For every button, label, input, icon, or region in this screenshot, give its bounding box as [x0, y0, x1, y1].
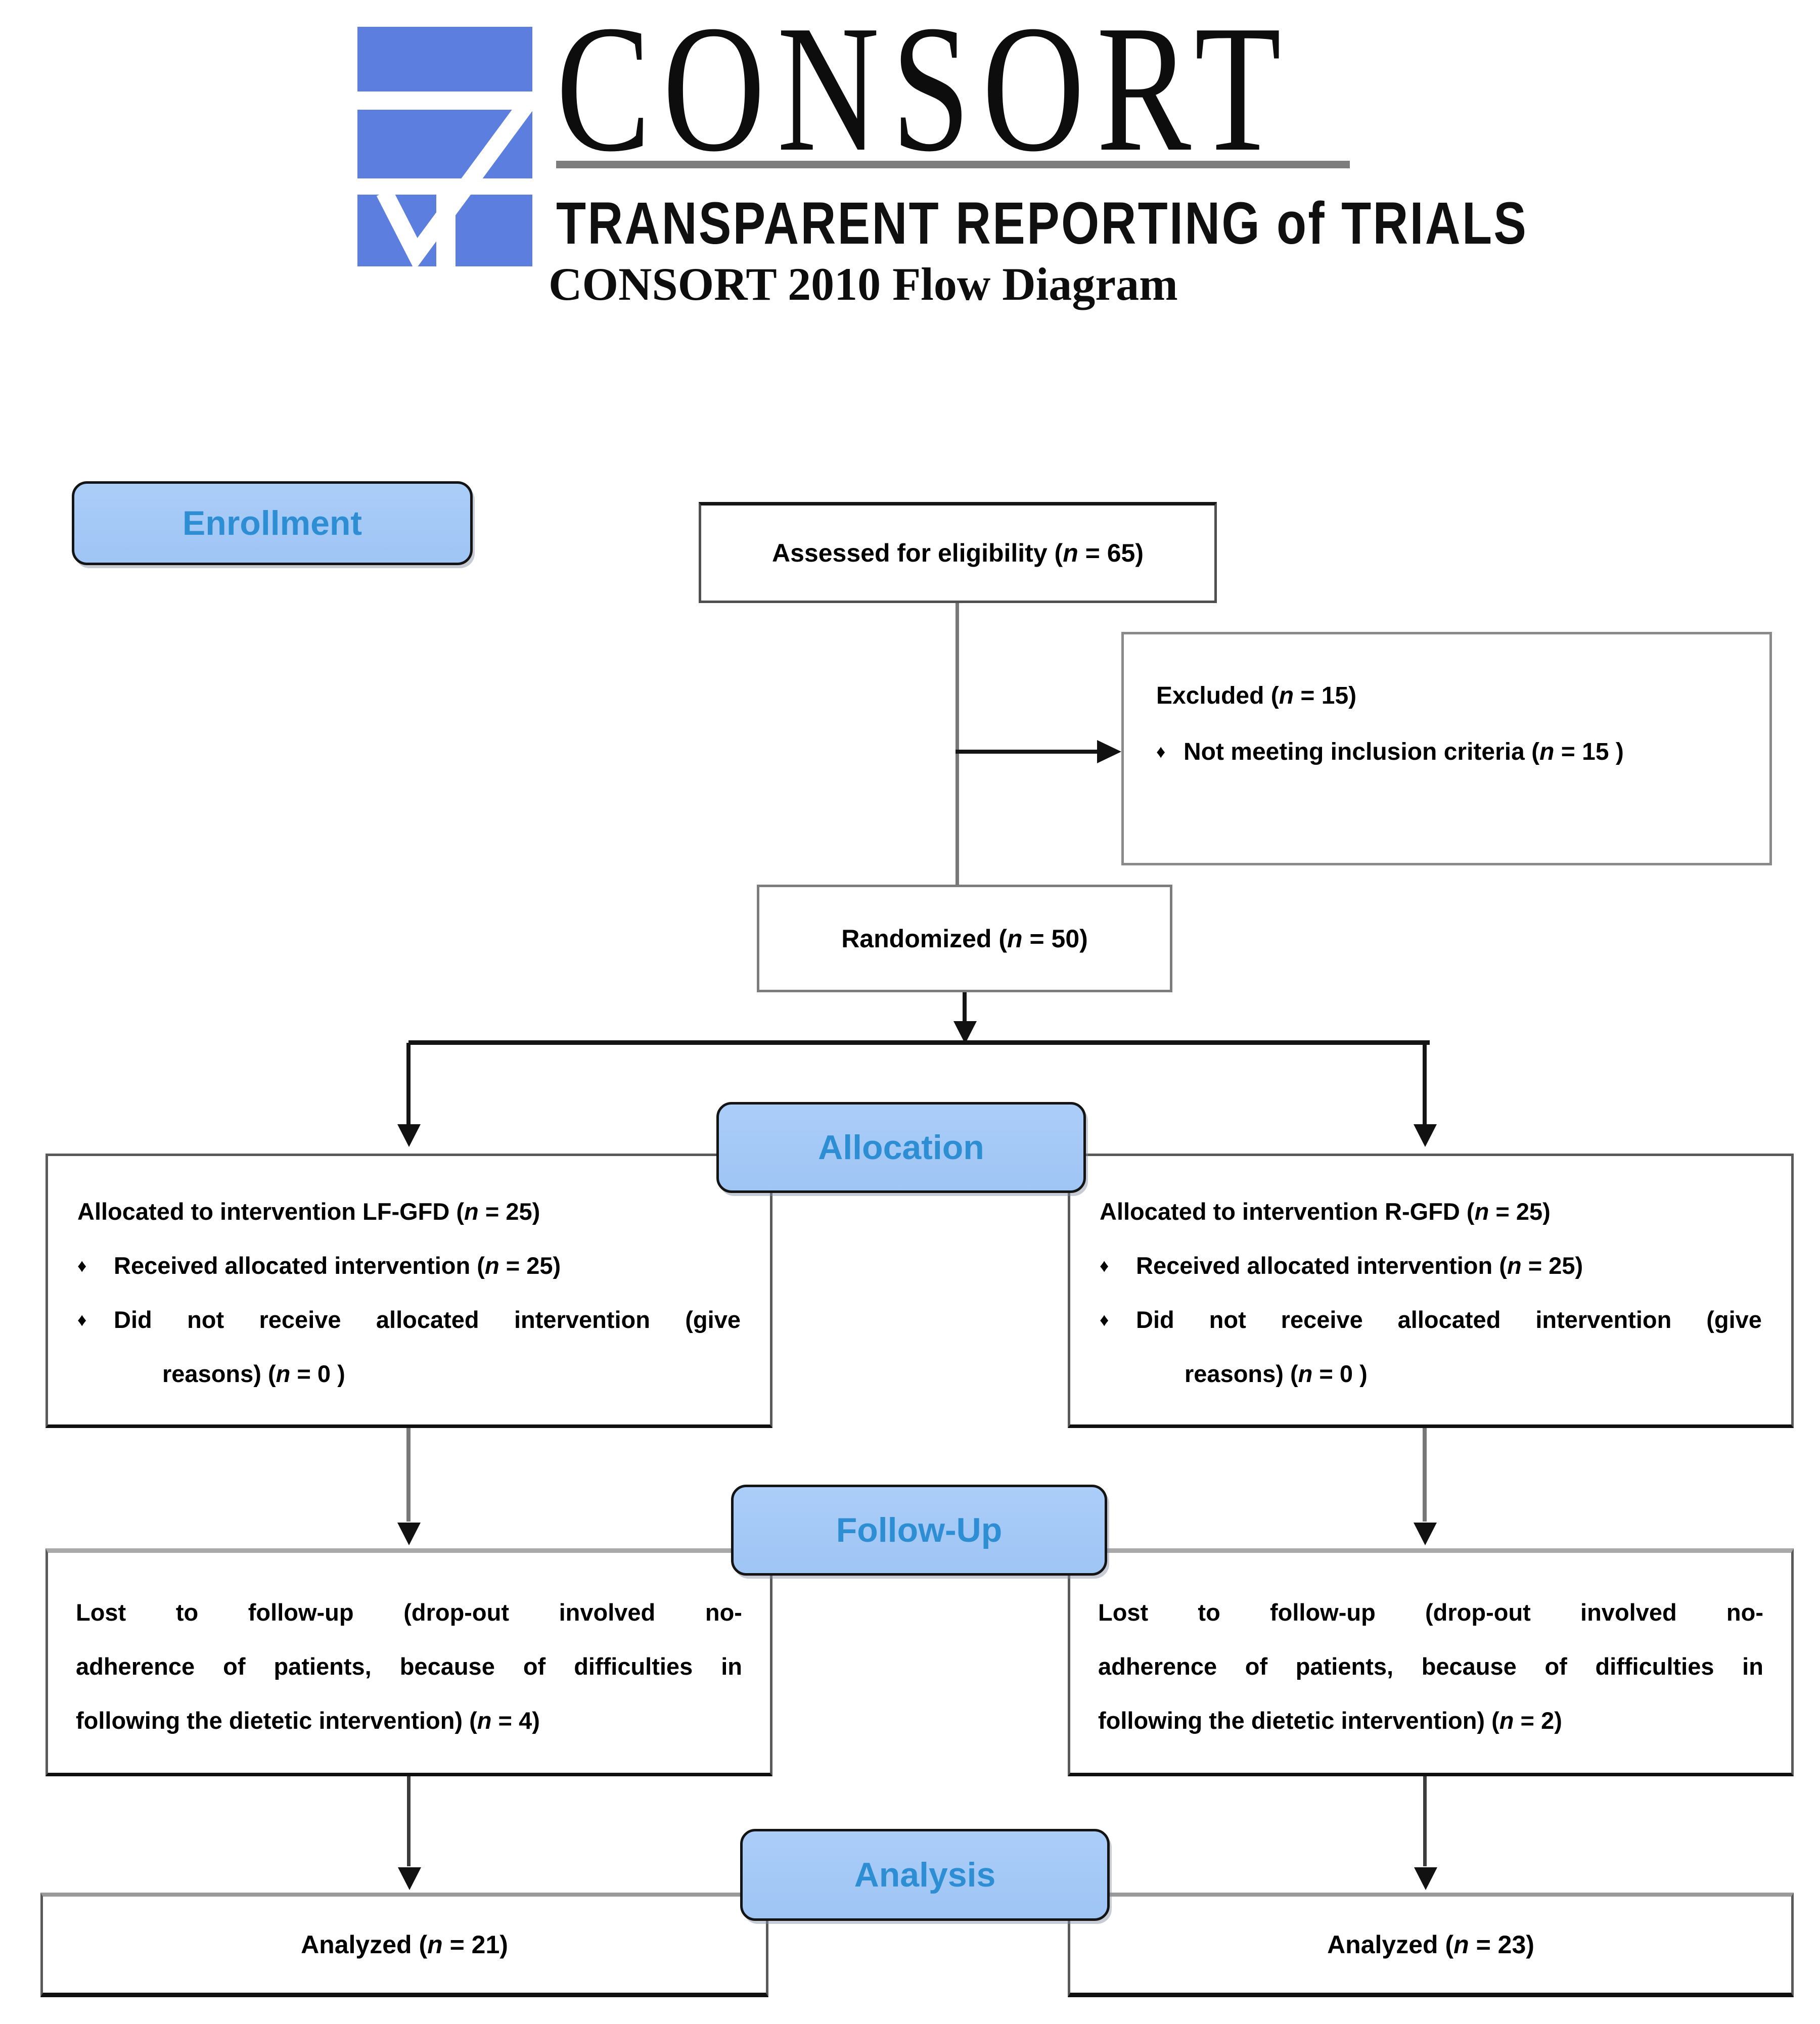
brand-tagline: TRANSPARENT REPORTING of TRIALS [556, 190, 1528, 257]
stage-allocation-text: Allocation [818, 1128, 984, 1167]
box-analyzed-right: Analyzed (n = 23) [1068, 1893, 1794, 1997]
diamond-bullet-icon: ♦ [1100, 1309, 1109, 1330]
excluded-item-text: Not meeting inclusion criteria (n = 15 ) [1184, 738, 1624, 765]
diamond-bullet-icon: ♦ [77, 1309, 87, 1330]
connector-excluded-branch [956, 750, 1098, 754]
connector-alloc-left-down [406, 1427, 411, 1522]
brand-wordmark: CONSORT [556, 0, 1293, 189]
connector-junction-horizontal [408, 1040, 1430, 1045]
excluded-item: ♦ Not meeting inclusion criteria (n = 15… [1156, 723, 1749, 780]
box-allocation-right: Allocated to intervention R-GFD (n = 25)… [1068, 1154, 1794, 1428]
arrowhead-junction-icon [953, 1021, 977, 1044]
stage-enrollment-label: Enrollment [72, 481, 473, 565]
diamond-bullet-icon: ♦ [1100, 1255, 1109, 1276]
brand-divider [556, 161, 1350, 168]
arrowhead-analyzed-left-icon [398, 1867, 421, 1890]
followup-left-line3: following the dietetic intervention) (n … [76, 1707, 540, 1734]
arrowhead-followup-right-icon [1414, 1523, 1437, 1545]
diamond-bullet-icon: ♦ [1156, 741, 1166, 762]
connector-followup-right-down [1423, 1775, 1427, 1866]
connector-junction-right-drop [1423, 1043, 1427, 1125]
connector-randomized-down [963, 991, 967, 1023]
assessed-text: Assessed for eligibility (n = 65) [772, 539, 1144, 567]
alloc-right-title: Allocated to intervention R-GFD (n = 25) [1100, 1198, 1551, 1225]
box-randomized: Randomized (n = 50) [757, 885, 1172, 992]
stage-followup-text: Follow-Up [836, 1511, 1003, 1549]
analyzed-left-text: Analyzed (n = 21) [301, 1930, 508, 1959]
arrowhead-alloc-right-icon [1414, 1124, 1437, 1147]
box-analyzed-left: Analyzed (n = 21) [40, 1893, 768, 1997]
stage-analysis-label: Analysis [740, 1829, 1110, 1921]
stage-followup-label: Follow-Up [731, 1485, 1107, 1576]
alloc-right-item1: ♦ Received allocated intervention (n = 2… [1100, 1252, 1583, 1279]
alloc-left-item2-cont: reasons) (n = 0 ) [162, 1360, 345, 1387]
analyzed-right-text: Analyzed (n = 23) [1327, 1930, 1534, 1959]
followup-right-line3: following the dietetic intervention) (n … [1098, 1707, 1562, 1734]
alloc-right-item2-cont: reasons) (n = 0 ) [1185, 1360, 1368, 1387]
box-allocation-left: Allocated to intervention LF-GFD (n = 25… [46, 1154, 772, 1428]
alloc-left-title: Allocated to intervention LF-GFD (n = 25… [77, 1198, 540, 1225]
arrowhead-followup-left-icon [397, 1523, 421, 1545]
connector-junction-left-drop [406, 1043, 411, 1125]
box-excluded: Excluded (n = 15) ♦ Not meeting inclusio… [1121, 632, 1772, 865]
arrowhead-analyzed-right-icon [1414, 1867, 1437, 1890]
connector-followup-left-down [407, 1775, 411, 1866]
diagram-title: CONSORT 2010 Flow Diagram [549, 258, 1178, 310]
alloc-left-item1: ♦ Received allocated intervention (n = 2… [77, 1252, 561, 1279]
connector-assessed-down [956, 602, 959, 886]
stage-allocation-label: Allocation [716, 1102, 1086, 1193]
arrowhead-alloc-left-icon [397, 1124, 421, 1147]
stage-enrollment-text: Enrollment [182, 504, 362, 542]
consort-checkmark-grid-icon [357, 27, 533, 268]
diamond-bullet-icon: ♦ [77, 1255, 87, 1276]
arrowhead-excluded-icon [1097, 740, 1121, 763]
box-assessed: Assessed for eligibility (n = 65) [699, 502, 1217, 603]
connector-alloc-right-down [1423, 1427, 1427, 1522]
stage-analysis-text: Analysis [854, 1856, 996, 1894]
excluded-title: Excluded (n = 15) [1156, 682, 1357, 709]
randomized-text: Randomized (n = 50) [841, 924, 1088, 953]
